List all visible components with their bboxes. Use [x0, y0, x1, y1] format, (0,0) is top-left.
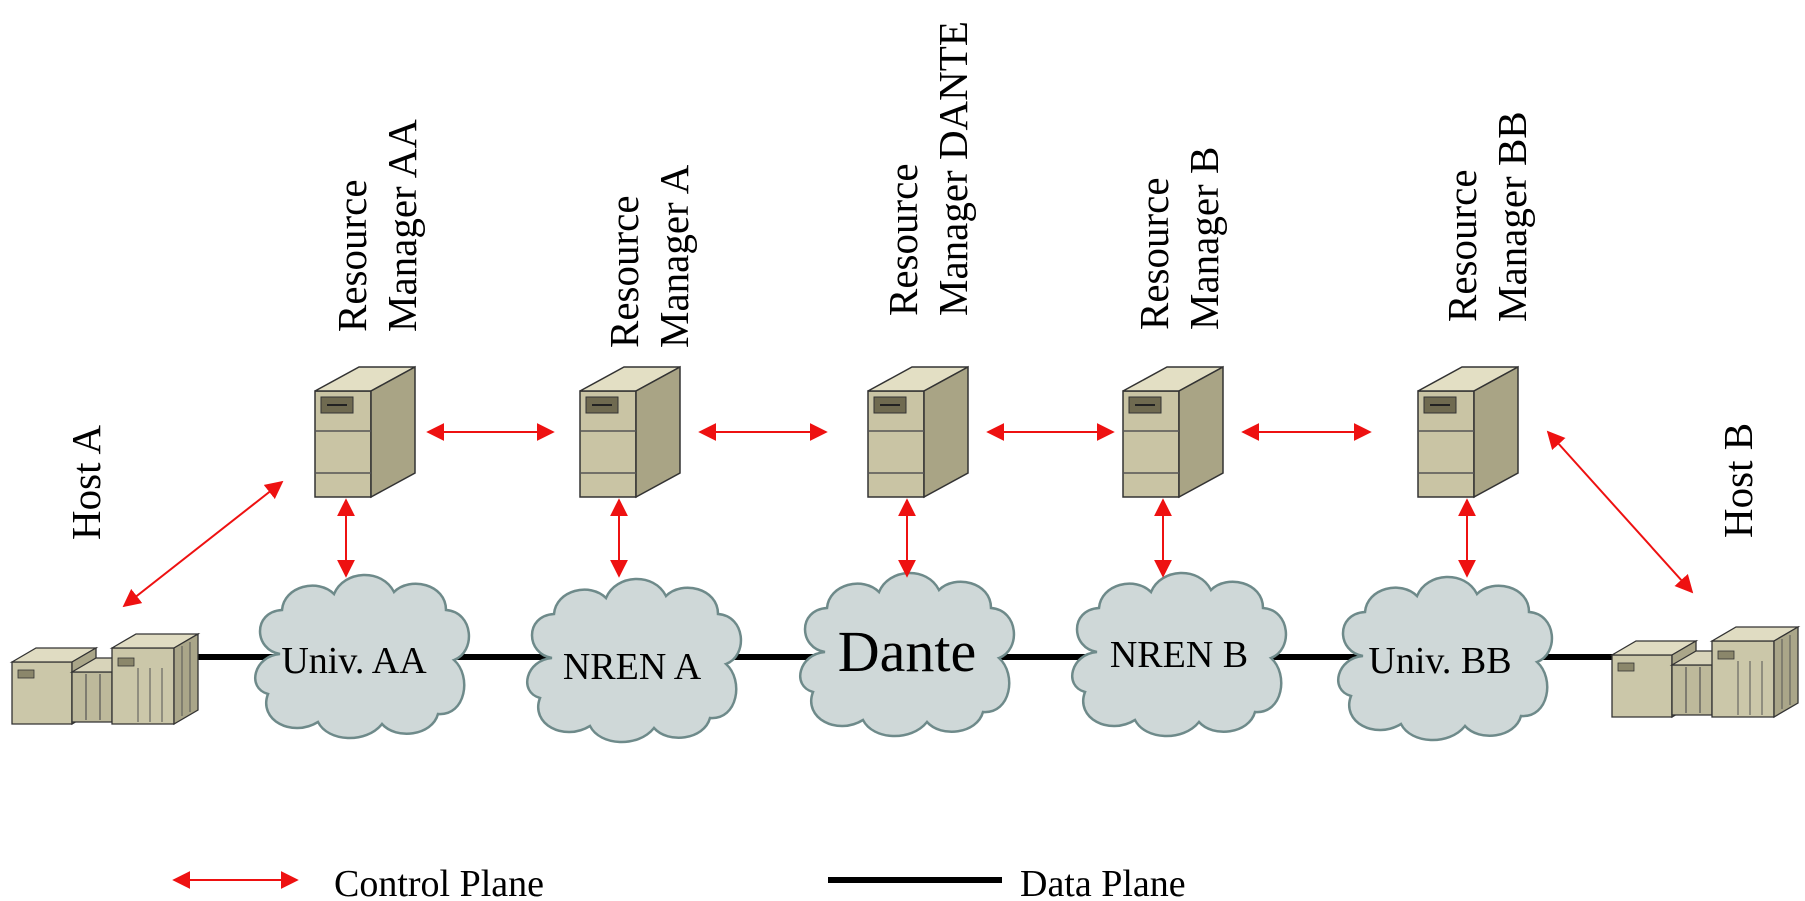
svg-text:Manager B: Manager B: [1181, 147, 1227, 330]
network-label-nren-a: NREN A: [563, 646, 702, 688]
host-b-label: Host B: [1715, 423, 1761, 538]
svg-text:Manager BB: Manager BB: [1489, 111, 1535, 322]
resource-manager-b-label: Resource Manager B: [1131, 147, 1227, 330]
legend: Control Plane Data Plane: [172, 863, 1186, 901]
resource-manager-bb-icon: [1417, 366, 1519, 498]
resource-manager-b-icon: [1122, 366, 1224, 498]
network-label-dante: Dante: [838, 619, 977, 684]
resource-manager-dante-icon: [867, 366, 969, 498]
network-label-univ-bb: Univ. BB: [1368, 640, 1511, 682]
resource-manager-a-icon: [579, 366, 681, 498]
legend-control-plane-label: Control Plane: [334, 863, 544, 901]
host-b-icon: [1611, 626, 1799, 718]
network-label-nren-b: NREN B: [1110, 634, 1248, 676]
control-arrow-host-b-bb: [1546, 430, 1694, 594]
resource-manager-aa-icon: [314, 366, 416, 498]
resource-manager-aa-label: Resource Manager AA: [329, 119, 425, 332]
svg-text:Manager DANTE: Manager DANTE: [930, 21, 976, 316]
host-a-label: Host A: [63, 425, 109, 540]
svg-text:Manager A: Manager A: [651, 164, 697, 348]
svg-text:Resource: Resource: [601, 195, 647, 348]
resource-manager-bb-label: Resource Manager BB: [1439, 111, 1535, 322]
network-label-univ-aa: Univ. AA: [281, 640, 427, 682]
svg-text:Resource: Resource: [329, 179, 375, 332]
resource-manager-a-label: Resource Manager A: [601, 164, 697, 348]
resource-manager-dante-label: Resource Manager DANTE: [880, 21, 976, 316]
control-arrow-host-a-aa: [122, 480, 284, 608]
svg-text:Resource: Resource: [1131, 177, 1177, 330]
svg-text:Resource: Resource: [1439, 169, 1485, 322]
svg-text:Resource: Resource: [880, 163, 926, 316]
legend-data-plane-label: Data Plane: [1020, 863, 1186, 901]
host-a-icon: [11, 633, 199, 725]
svg-text:Manager AA: Manager AA: [379, 119, 425, 332]
